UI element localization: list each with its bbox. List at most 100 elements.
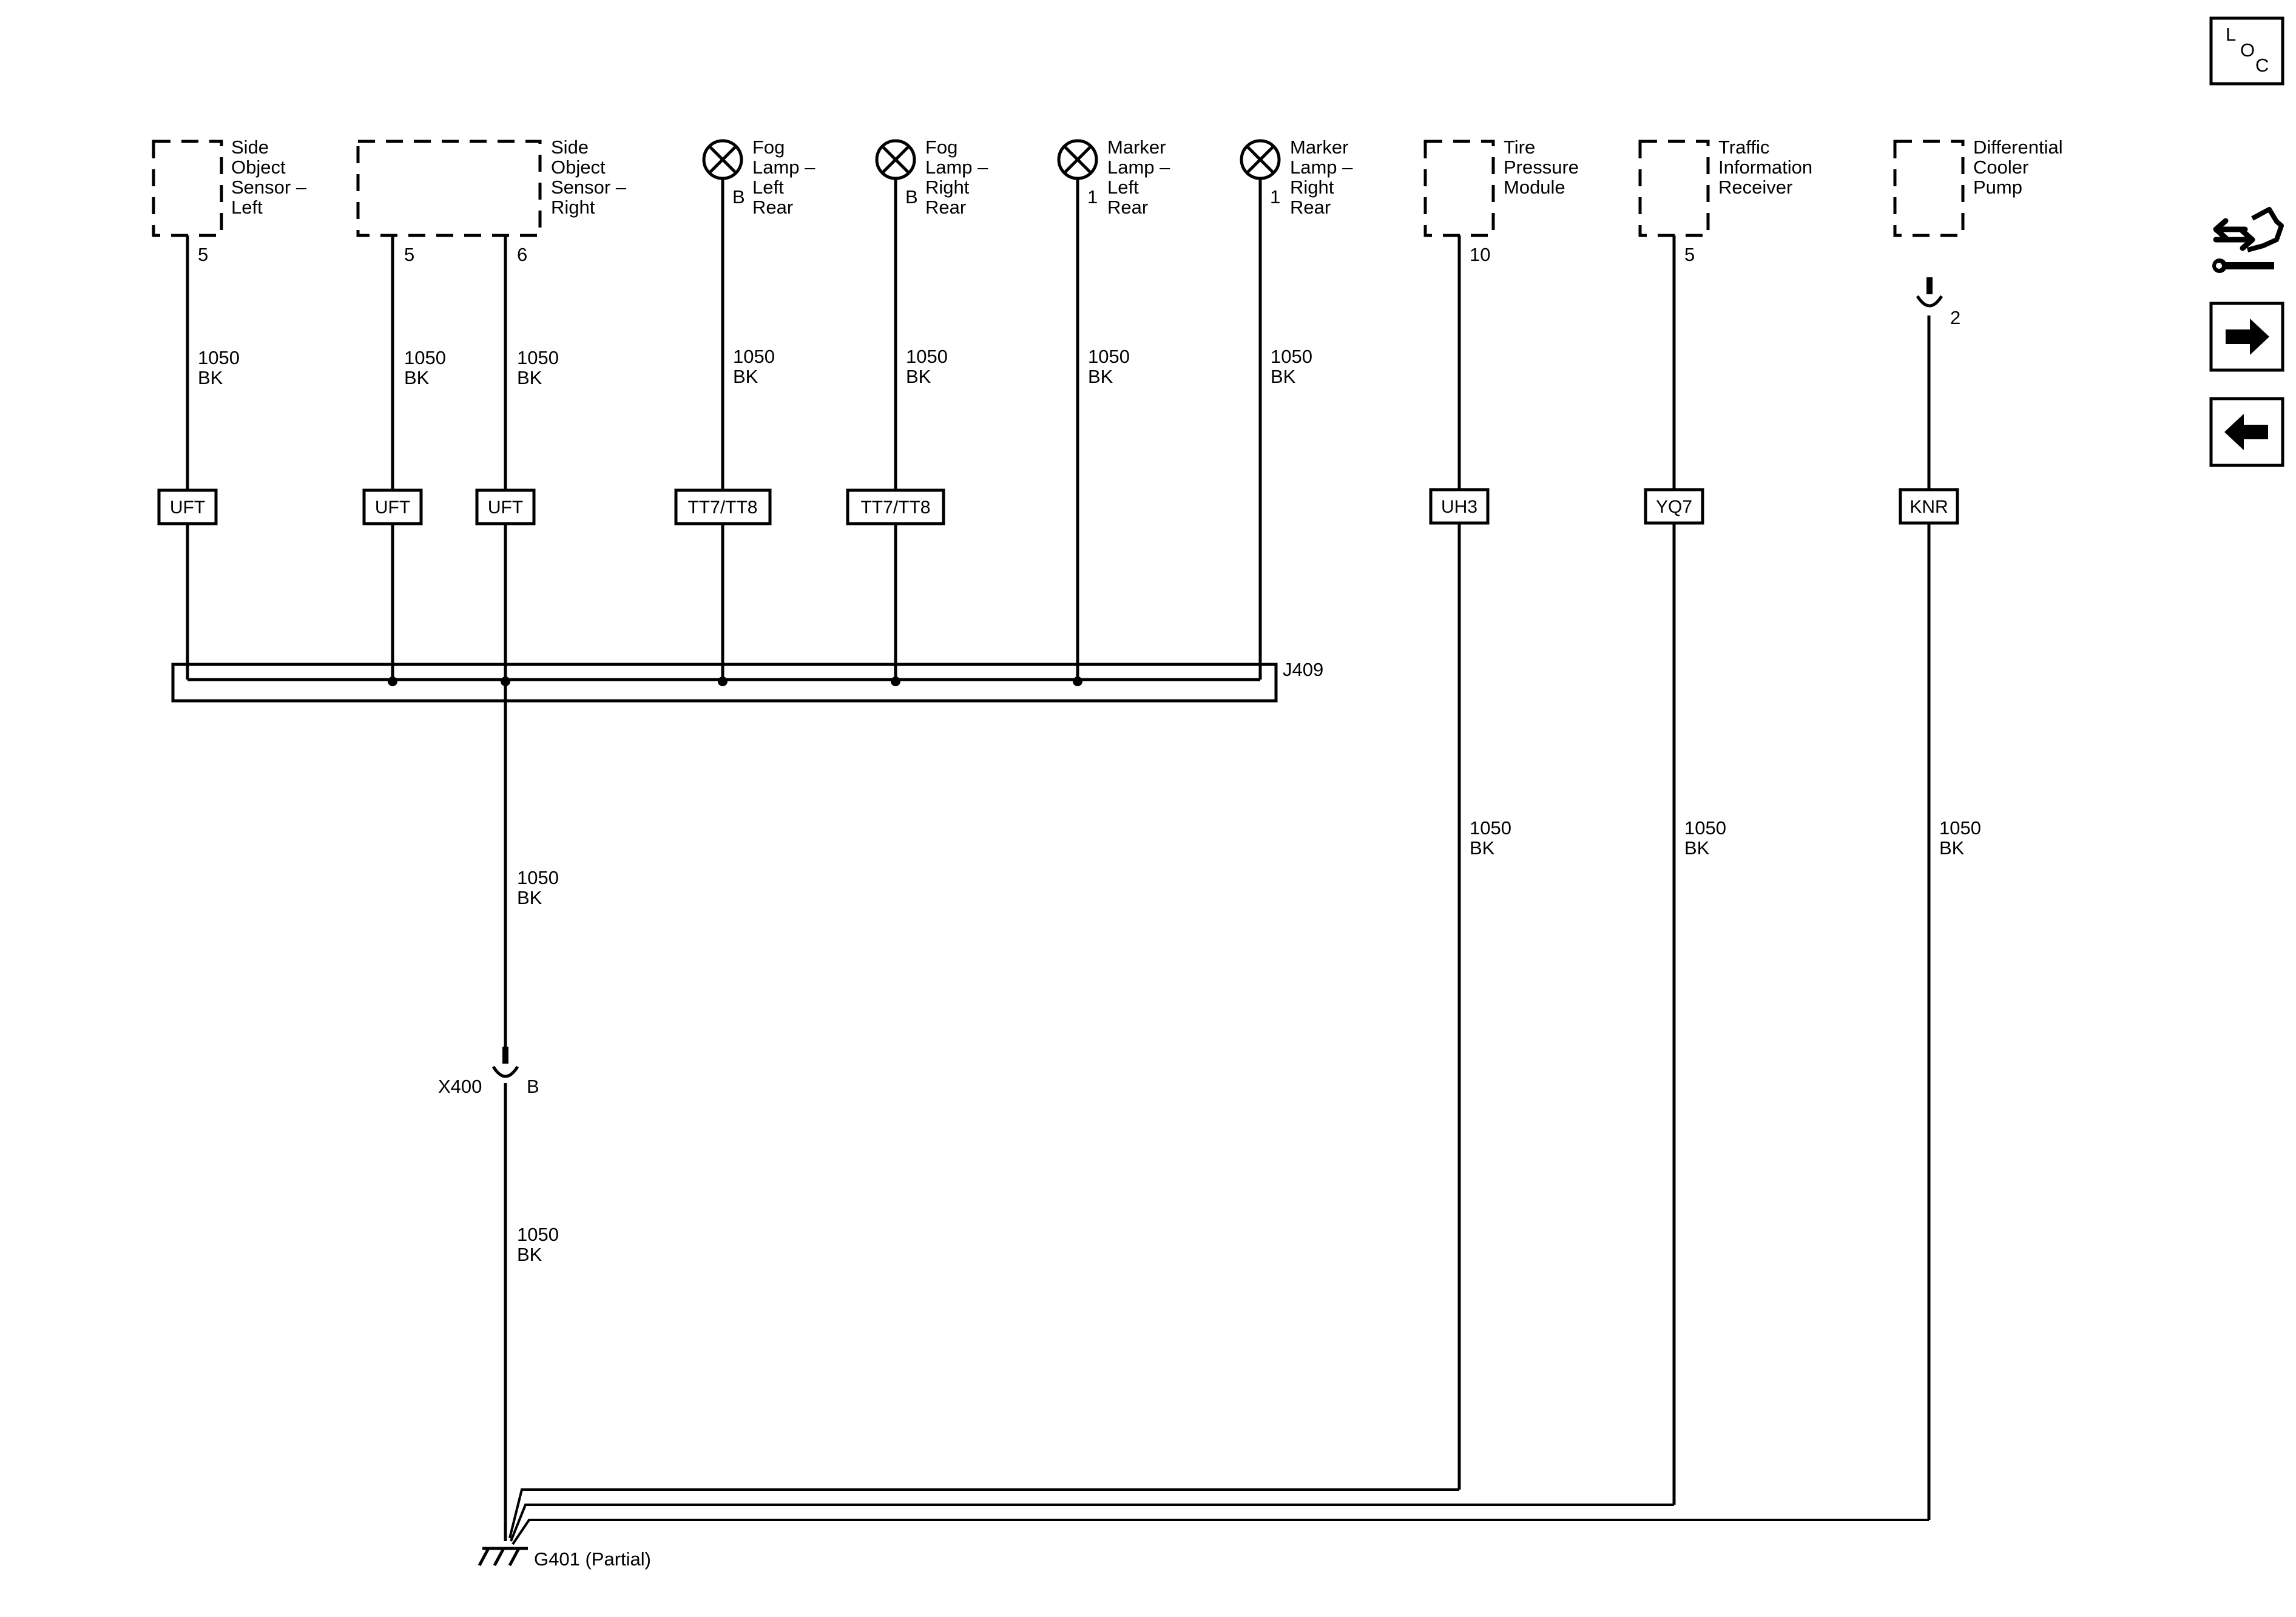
- ground-icon: [478, 1547, 528, 1567]
- tpm-label-1: Tire: [1504, 137, 1535, 158]
- option-code-tir: YQ7: [1656, 497, 1692, 517]
- circuit-labels: 1050 BK 1050 BK 1050 BK 1050 BK 1050 BK …: [198, 346, 1981, 1265]
- circuit-number: 1050: [517, 1224, 559, 1245]
- sos-right-label-2: Object: [551, 157, 606, 178]
- loc-letter-l: L: [2226, 24, 2236, 45]
- fog-right-label-3: Right: [925, 177, 970, 198]
- fog-lamp-right-rear: Fog Lamp – Right Rear B: [875, 137, 988, 218]
- next-page-button[interactable]: [2209, 302, 2284, 372]
- marker-right-label-3: Right: [1290, 177, 1334, 198]
- inline-connector-icon: [1916, 277, 1943, 308]
- tpm-label-3: Module: [1504, 177, 1565, 198]
- circuit-number: 1050: [1684, 817, 1726, 839]
- fog-left-label-1: Fog: [752, 137, 785, 158]
- wire-color: BK: [517, 887, 542, 908]
- tire-pressure-module: Tire Pressure Module 10: [1423, 137, 1579, 265]
- sos-left-label-4: Left: [231, 197, 263, 218]
- lamp-icon: [875, 139, 916, 180]
- fog-right-label-1: Fog: [925, 137, 957, 158]
- sos-right-label-4: Right: [551, 197, 595, 218]
- lamp-icon: [702, 139, 743, 180]
- tpm-label-2: Pressure: [1504, 157, 1579, 178]
- circuit-number: 1050: [198, 347, 240, 368]
- marker-left-label-4: Rear: [1107, 197, 1148, 218]
- circuit-number: 1050: [517, 347, 559, 368]
- option-code-sos-left: UFT: [170, 498, 205, 518]
- side-object-sensor-right: Side Object Sensor – Right 5 6: [356, 137, 627, 265]
- marker-right-label-1: Marker: [1290, 137, 1348, 158]
- lamp-icon: [1057, 139, 1098, 180]
- wire-color: BK: [404, 367, 430, 388]
- fog-lamp-left-rear: Fog Lamp – Left Rear B: [702, 137, 815, 218]
- ground-label: G401 (Partial): [534, 1548, 651, 1570]
- differential-cooler-pump: Differential Cooler Pump 2: [1893, 137, 2063, 328]
- traffic-information-receiver: Traffic Information Receiver 5: [1638, 137, 1812, 265]
- marker-left-label-3: Left: [1107, 177, 1139, 198]
- option-code-dcp: KNR: [1909, 497, 1948, 517]
- wire-color: BK: [1470, 837, 1495, 859]
- option-code-sos-right-5: UFT: [375, 498, 410, 518]
- fog-right-label-2: Lamp –: [925, 157, 988, 178]
- sos-right-label-1: Side: [551, 137, 589, 158]
- marker-lamp-left-rear: Marker Lamp – Left Rear 1: [1057, 137, 1170, 218]
- marker-right-label-4: Rear: [1290, 197, 1331, 218]
- fog-left-pin: B: [732, 186, 745, 208]
- fog-right-label-4: Rear: [925, 197, 966, 218]
- wire-color: BK: [198, 367, 223, 388]
- sos-left-pin: 5: [198, 244, 208, 265]
- wire-color: BK: [733, 366, 758, 387]
- inline-connector-icon: [491, 1047, 519, 1078]
- sos-left-label-2: Object: [231, 157, 286, 178]
- connector-view-button[interactable]: [2212, 207, 2284, 273]
- option-code-fog-right: TT7/TT8: [860, 498, 930, 518]
- previous-page-button[interactable]: [2209, 397, 2284, 467]
- splice-pack-j409: [171, 663, 1278, 703]
- option-code-sos-right-6: UFT: [488, 498, 523, 518]
- circuit-number: 1050: [906, 346, 948, 367]
- tir-label-1: Traffic: [1718, 137, 1769, 158]
- loc-letter-c: C: [2255, 55, 2269, 76]
- connector-pin: B: [527, 1076, 539, 1097]
- marker-right-pin: 1: [1270, 186, 1280, 208]
- wire-color: BK: [1088, 366, 1113, 387]
- circuit-number: 1050: [1939, 817, 1981, 839]
- wire-color: BK: [906, 366, 931, 387]
- dcp-pin: 2: [1950, 307, 1960, 328]
- marker-right-label-2: Lamp –: [1290, 157, 1353, 178]
- splice-label: J409: [1283, 659, 1323, 680]
- circuit-number: 1050: [517, 867, 559, 888]
- circuit-number: 1050: [1470, 817, 1511, 839]
- tir-label-3: Receiver: [1718, 177, 1792, 198]
- side-object-sensor-left: Side Object Sensor – Left 5: [152, 137, 307, 265]
- circuit-number: 1050: [404, 347, 446, 368]
- option-codes: UFT UFT UFT TT7/TT8 TT7/TT8 UH3 YQ7 KNR: [157, 488, 1959, 525]
- sos-right-pin-5: 5: [404, 244, 414, 265]
- fog-left-label-2: Lamp –: [752, 157, 815, 178]
- wire-color: BK: [1271, 366, 1296, 387]
- marker-left-pin: 1: [1087, 186, 1098, 208]
- wire-color: BK: [517, 1244, 542, 1265]
- connector-view-icon: [2212, 207, 2284, 273]
- sos-left-label-1: Side: [231, 137, 269, 158]
- marker-left-label-2: Lamp –: [1107, 157, 1170, 178]
- marker-lamp-right-rear: Marker Lamp – Right Rear 1: [1240, 137, 1353, 218]
- dcp-label-2: Cooler: [1973, 157, 2028, 178]
- option-code-fog-left: TT7/TT8: [687, 498, 757, 518]
- loc-button[interactable]: L O C: [2209, 16, 2284, 86]
- wires: [171, 178, 1931, 1567]
- fog-right-pin: B: [905, 186, 918, 208]
- fog-left-label-3: Left: [752, 177, 784, 198]
- tir-label-2: Information: [1718, 157, 1812, 178]
- wire-color: BK: [517, 367, 542, 388]
- option-code-tpm: UH3: [1441, 497, 1477, 517]
- circuit-number: 1050: [1271, 346, 1312, 367]
- dcp-label-3: Pump: [1973, 177, 2022, 198]
- sos-right-label-3: Sensor –: [551, 177, 627, 198]
- arrow-right-icon: [2226, 319, 2269, 355]
- sos-right-pin-6: 6: [517, 244, 527, 265]
- wire-color: BK: [1939, 837, 1965, 859]
- connector-name: X400: [438, 1076, 482, 1097]
- tpm-pin: 10: [1470, 244, 1490, 265]
- circuit-number: 1050: [733, 346, 775, 367]
